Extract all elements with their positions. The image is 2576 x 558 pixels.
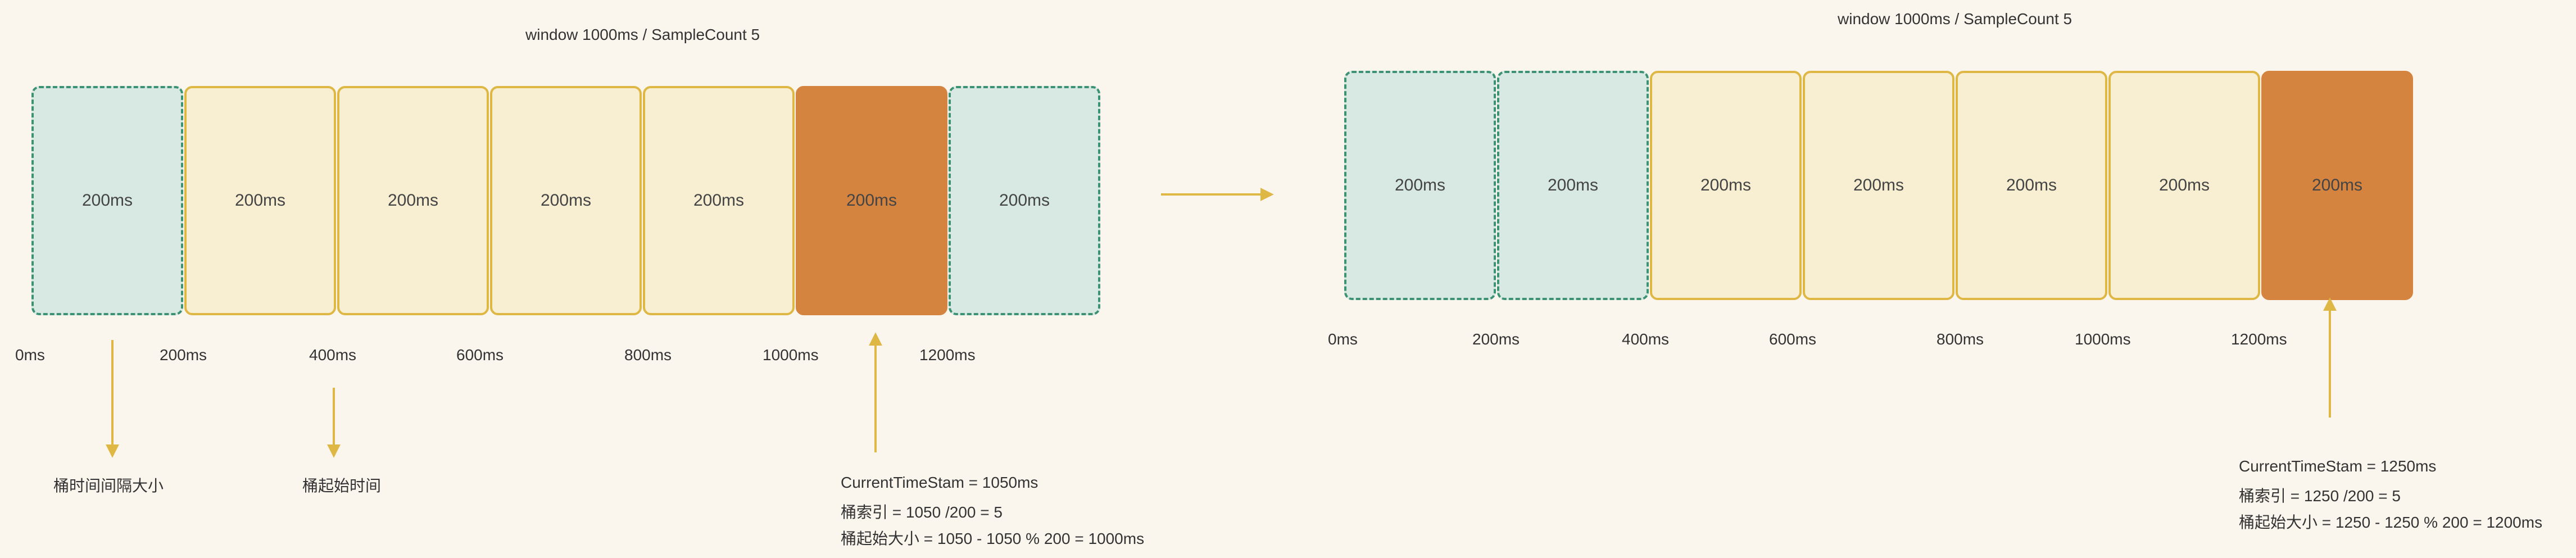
left-tick-6: 1200ms: [919, 346, 976, 364]
right-bucket-0: 200ms: [1344, 71, 1496, 300]
right-bucket-4: 200ms: [1956, 71, 2107, 300]
left-bucket-2: 200ms: [337, 86, 489, 315]
left-tick-2: 400ms: [309, 346, 357, 364]
right-tick-3: 600ms: [1769, 330, 1817, 348]
right-bucket-2: 200ms: [1650, 71, 1802, 300]
left-bucket-3: 200ms: [490, 86, 642, 315]
left-bucket-current: 200ms: [796, 86, 947, 315]
right-calc-index: 桶索引 = 1250 /200 = 5: [2239, 487, 2401, 505]
label-bucket-interval: 桶时间间隔大小: [53, 477, 164, 495]
right-calc-timestamp: CurrentTimeStam = 1250ms: [2239, 457, 2437, 475]
right-tick-2: 400ms: [1622, 330, 1670, 348]
left-bucket-1: 200ms: [184, 86, 336, 315]
left-tick-0: 0ms: [15, 346, 45, 364]
right-tick-5: 1000ms: [2075, 330, 2131, 348]
left-bucket-6: 200ms: [949, 86, 1100, 315]
left-title: window 1000ms / SampleCount 5: [525, 26, 760, 43]
left-tick-5: 1000ms: [763, 346, 819, 364]
right-tick-6: 1200ms: [2231, 330, 2287, 348]
right-calc-start: 桶起始大小 = 1250 - 1250 % 200 = 1200ms: [2239, 514, 2543, 531]
right-title: window 1000ms / SampleCount 5: [1838, 10, 2072, 28]
left-calc-index: 桶索引 = 1050 /200 = 5: [841, 503, 1003, 521]
left-tick-1: 200ms: [160, 346, 207, 364]
left-tick-3: 600ms: [456, 346, 504, 364]
right-bucket-5: 200ms: [2108, 71, 2260, 300]
left-calc-start: 桶起始大小 = 1050 - 1050 % 200 = 1000ms: [841, 530, 1145, 547]
left-bucket-4: 200ms: [643, 86, 795, 315]
right-tick-4: 800ms: [1936, 330, 1984, 348]
left-bucket-0: 200ms: [31, 86, 183, 315]
right-tick-1: 200ms: [1472, 330, 1520, 348]
left-calc-timestamp: CurrentTimeStam = 1050ms: [841, 474, 1038, 491]
right-bucket-current: 200ms: [2261, 71, 2413, 300]
right-bucket-1: 200ms: [1497, 71, 1649, 300]
right-tick-0: 0ms: [1328, 330, 1358, 348]
right-bucket-3: 200ms: [1803, 71, 1954, 300]
label-bucket-start: 桶起始时间: [302, 477, 382, 495]
left-tick-4: 800ms: [624, 346, 672, 364]
